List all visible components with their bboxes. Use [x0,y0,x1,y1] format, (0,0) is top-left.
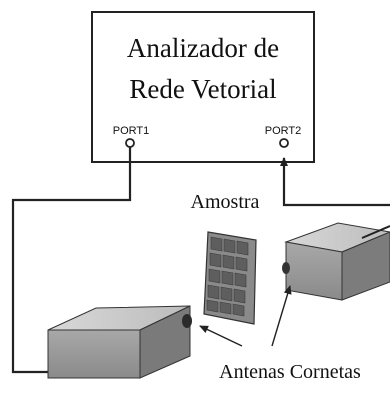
arrow-to-right-antenna [271,285,292,347]
left-horn-antenna [47,305,192,379]
sample-panel [203,231,257,325]
port1-connector-icon [125,138,135,148]
sample-cells [206,236,249,317]
cable-port2 [280,157,390,207]
antennas-label: Antenas Cornetas [219,361,361,383]
analyzer-title-line1: Analizador de [127,33,279,63]
port2-label: PORT2 [265,125,301,137]
cable-port1 [11,147,132,374]
port2-connector-icon [279,138,289,148]
arrow-to-left-antenna [199,325,243,347]
analyzer-title-line2: Rede Vetorial [129,74,276,104]
right-horn-antenna [282,222,390,301]
analyzer-box [91,11,315,163]
right-antenna-cable [361,225,390,239]
port1-label: PORT1 [113,125,149,137]
sample-label: Amostra [191,191,260,213]
